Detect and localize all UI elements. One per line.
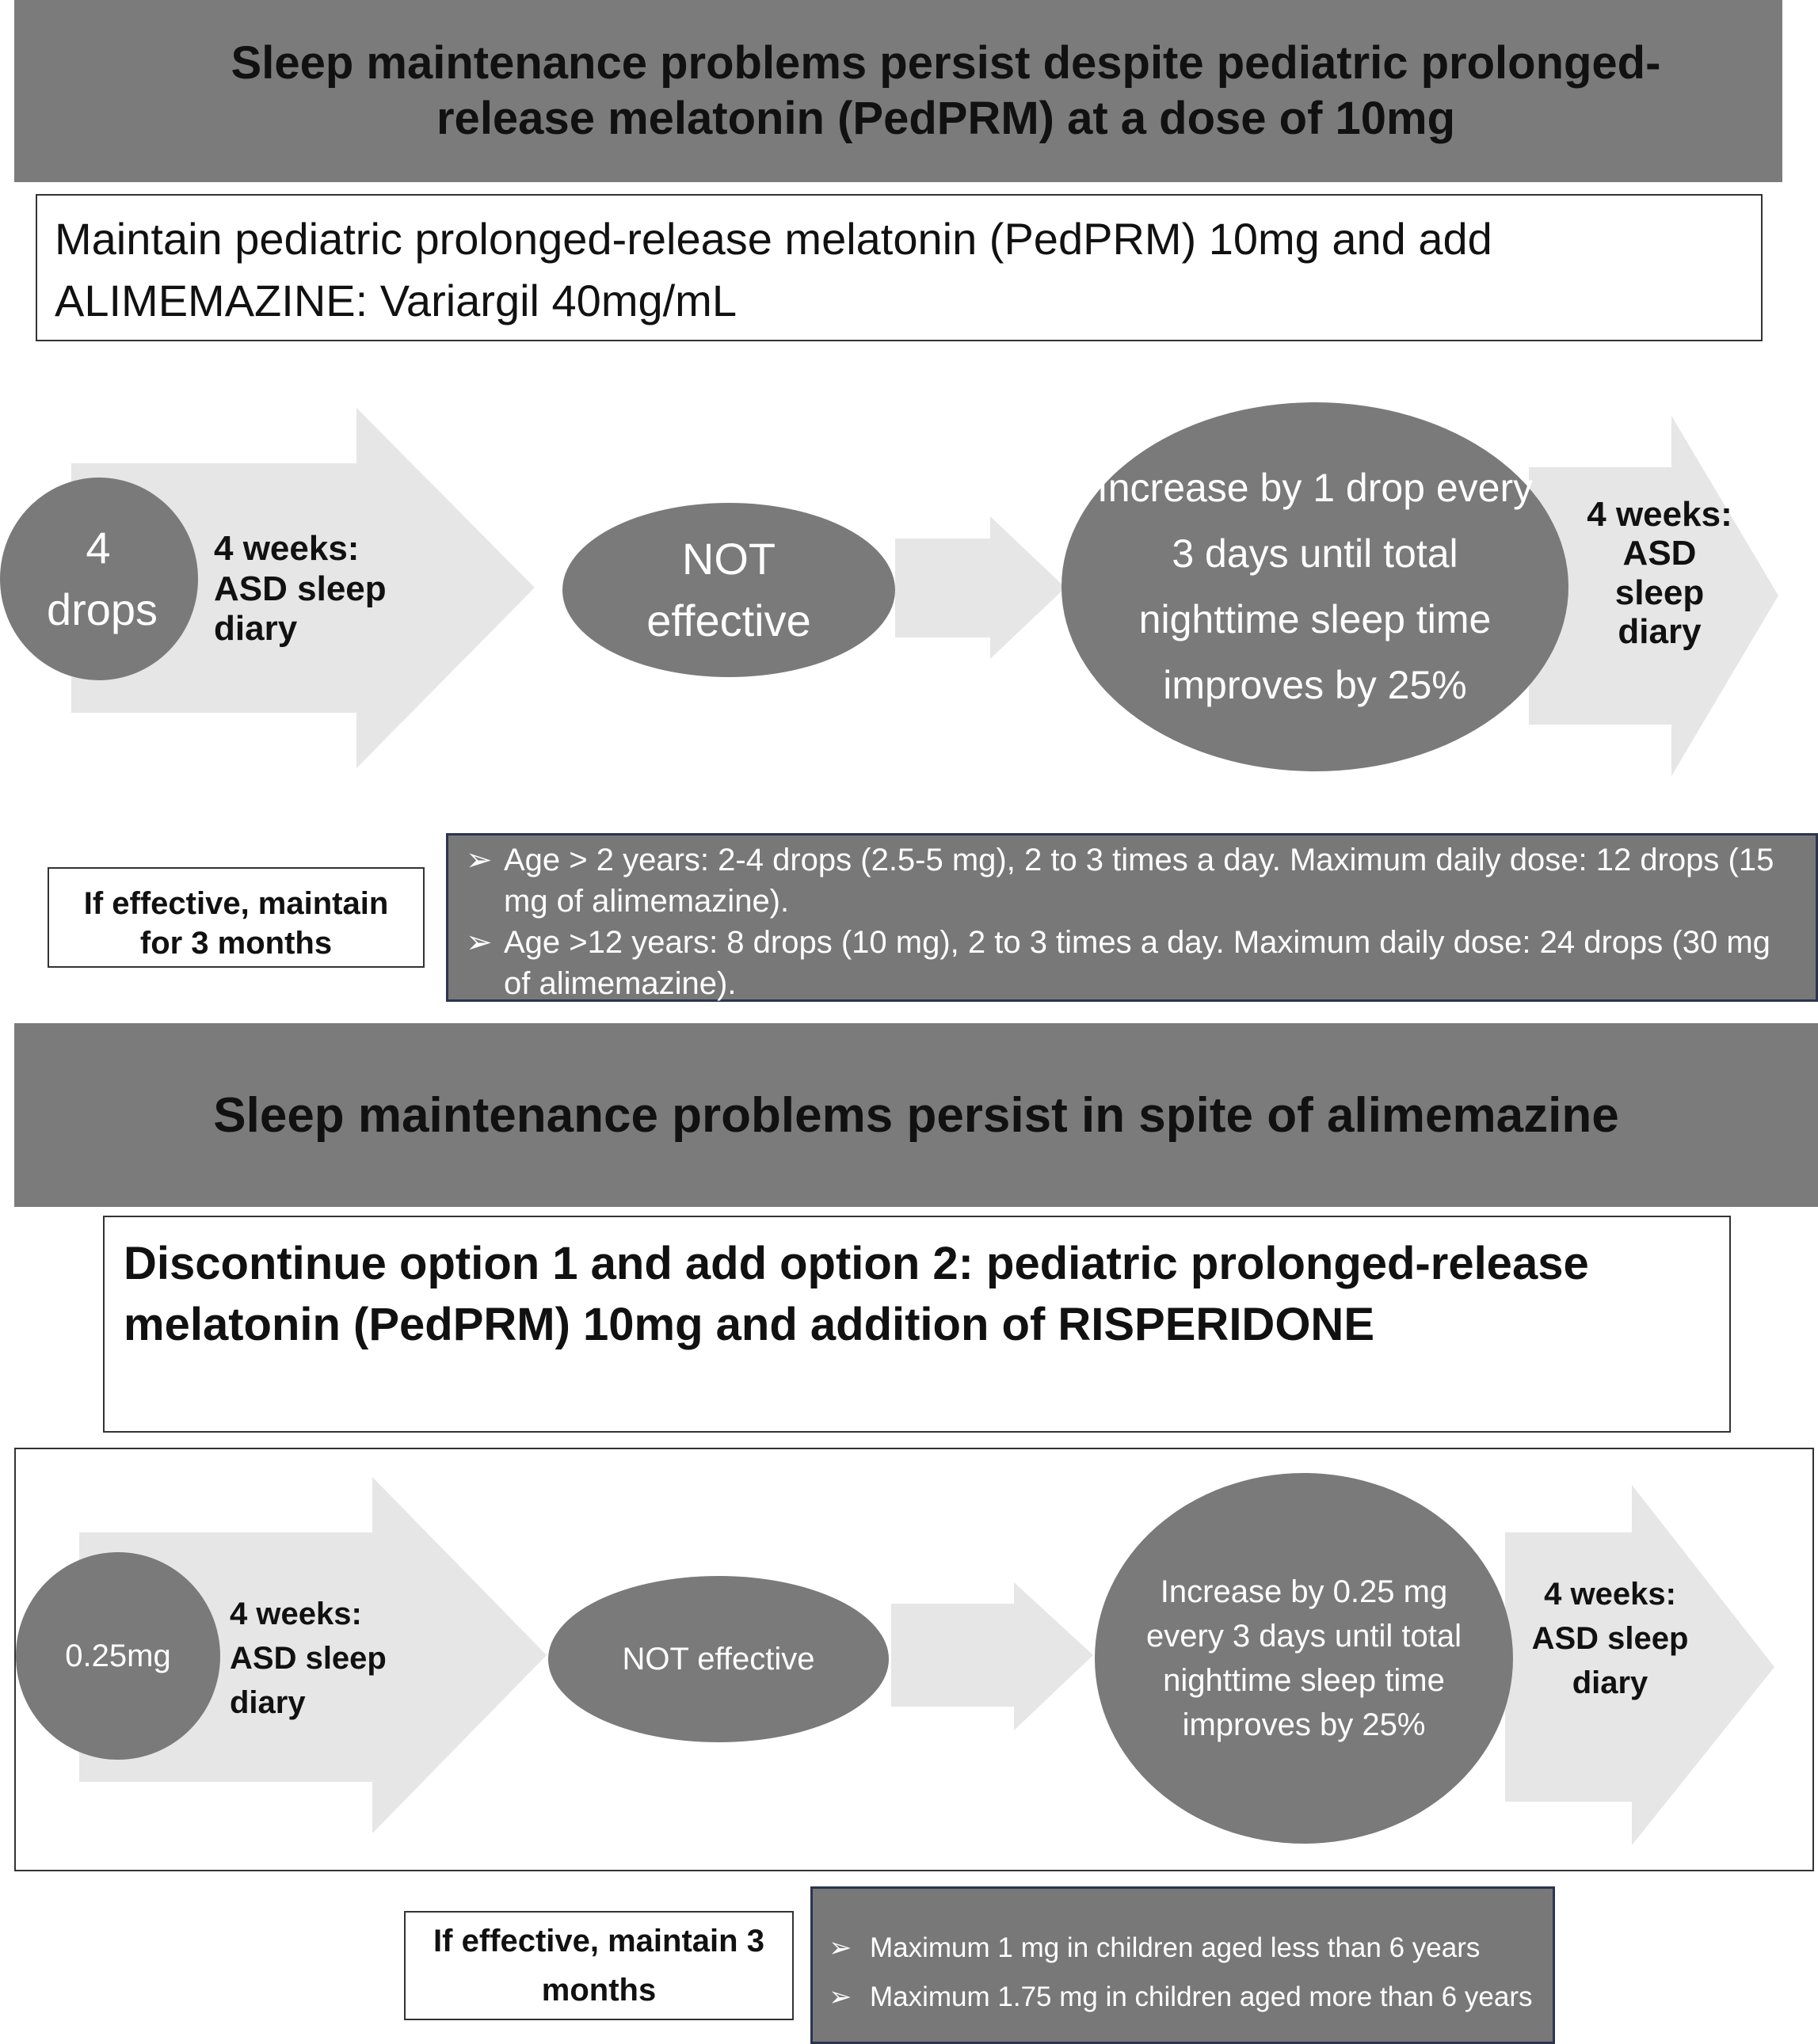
section1-increase-oval: Increase by 1 drop every 3 days until to… (1061, 402, 1568, 771)
section1-instruction-box: Maintain pediatric prolonged-release mel… (36, 194, 1763, 341)
section2-diary-label-1: 4 weeks: ASD sleep diary (230, 1597, 387, 1720)
section1-start-dose-circle: 4 drops (0, 478, 198, 680)
section2-increase-oval: Increase by 0.25 mg every 3 days until t… (1095, 1473, 1513, 1844)
section2-dose-note-2: ➢ Maximum 1.75 mg in children aged more … (829, 1973, 1542, 2022)
section2-banner-title: Sleep maintenance problems persist in sp… (213, 1087, 1619, 1143)
section2-dose-note-1-text: Maximum 1 mg in children aged less than … (870, 1932, 1481, 1963)
section1-dose-note-1-text: Age > 2 years: 2-4 drops (2.5-5 mg), 2 t… (504, 843, 1774, 919)
arrow-bullet-icon: ➢ (466, 843, 493, 877)
section1-start-dose-line2: drops (46, 584, 158, 634)
section1-instruction-line1: Maintain pediatric prolonged-release mel… (55, 214, 1492, 264)
section1-diary-label-1: 4 weeks: ASD sleep diary (214, 529, 387, 649)
arrow-bullet-icon: ➢ (829, 1932, 852, 1963)
section2-flow-arrow-1 (79, 1477, 547, 1833)
section2-flow-panel (14, 1448, 1814, 1871)
section2-increase-text: Increase by 0.25 mg every 3 days until t… (1146, 1574, 1462, 1742)
section2-banner: Sleep maintenance problems persist in sp… (14, 1023, 1818, 1207)
arrow-bullet-icon: ➢ (466, 925, 493, 960)
section2-not-effective-oval: NOT effective (548, 1576, 889, 1742)
section2-start-dose-circle: 0.25mg (16, 1552, 220, 1760)
section2-dose-notes-list: ➢ Maximum 1 mg in children aged less tha… (829, 1924, 1542, 2023)
section1-banner-title: Sleep maintenance problems persist despi… (231, 37, 1661, 144)
arrow-bullet-icon: ➢ (829, 1981, 852, 2013)
section2-maintain-text: If effective, maintain 3 months (433, 1924, 764, 2008)
section1-instruction-line2: ALIMEMAZINE: Variargil 40mg/mL (55, 276, 737, 326)
section2-dose-note-1: ➢ Maximum 1 mg in children aged less tha… (829, 1924, 1542, 1973)
section2-flow-arrow-2 (891, 1582, 1093, 1730)
section2-dose-note-2-text: Maximum 1.75 mg in children aged more th… (870, 1981, 1533, 2013)
section1-not-effective-oval: NOT effective (562, 503, 895, 677)
section2-maintain-box: If effective, maintain 3 months (404, 1911, 794, 2020)
section2-dose-notes-box: ➢ Maximum 1 mg in children aged less tha… (810, 1886, 1555, 2044)
section2-diary-label-2: 4 weeks: ASD sleep diary (1531, 1577, 1689, 1700)
section2-not-effective-text: NOT effective (622, 1641, 815, 1677)
section1-not-effective-text: NOT effective (646, 533, 811, 645)
section1-maintain-text: If effective, maintain for 3 months (83, 885, 389, 961)
section2-instruction-text: Discontinue option 1 and add option 2: p… (124, 1238, 1589, 1351)
section1-flow-arrow-1 (71, 408, 535, 768)
section1-dose-note-2-text: Age >12 years: 8 drops (10 mg), 2 to 3 t… (504, 925, 1770, 1001)
section1-diary-label-2: 4 weeks: ASD sleep diary (1587, 495, 1732, 651)
section1-dose-note-2: ➢ Age >12 years: 8 drops (10 mg), 2 to 3… (466, 922, 1800, 1004)
section1-dose-notes-list: ➢ Age > 2 years: 2-4 drops (2.5-5 mg), 2… (466, 839, 1800, 1004)
section1-maintain-box: If effective, maintain for 3 months (48, 867, 425, 968)
section1-banner: Sleep maintenance problems persist despi… (14, 0, 1782, 182)
section1-increase-text: Increase by 1 drop every 3 days until to… (1096, 466, 1534, 707)
section1-flow-arrow-3 (1529, 416, 1778, 776)
section2-start-dose-text: 0.25mg (65, 1638, 171, 1673)
section2-instruction-box: Discontinue option 1 and add option 2: p… (103, 1216, 1731, 1433)
section1-dose-notes-box: ➢ Age > 2 years: 2-4 drops (2.5-5 mg), 2… (446, 833, 1818, 1002)
section1-start-dose-line1: 4 (86, 522, 111, 573)
section2-flow-arrow-3 (1505, 1485, 1774, 1845)
section1-flow-arrow-2 (895, 516, 1065, 659)
section1-dose-note-1: ➢ Age > 2 years: 2-4 drops (2.5-5 mg), 2… (466, 839, 1800, 922)
